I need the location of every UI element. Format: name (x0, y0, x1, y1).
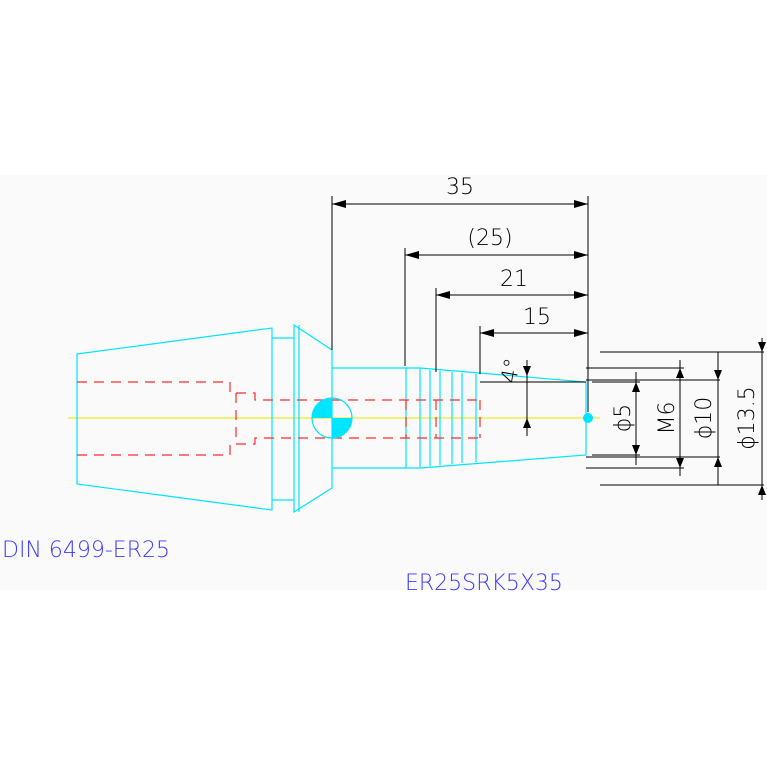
gauge-point-marker (311, 397, 353, 439)
dim-length-15: 15 (523, 305, 551, 330)
bore-point-marker (583, 413, 593, 423)
hidden-lines (77, 381, 481, 456)
collet-spec-label: DIN 6499-ER25 (2, 538, 170, 563)
collet-outline (76, 327, 294, 511)
dim-length-21: 21 (500, 267, 528, 292)
part-number-label: ER25SRK5X35 (405, 571, 563, 596)
dim-length-ref: (25) (467, 226, 512, 251)
dim-thread: M6 (655, 402, 680, 435)
dim-angle: 4° (497, 356, 526, 385)
dim-length-total: 35 (446, 175, 474, 200)
dimension-arrows (332, 200, 588, 428)
nut-flange (293, 323, 333, 514)
diameter-arrows (632, 342, 766, 495)
shank-body (332, 367, 587, 469)
dim-dia-5: ϕ5 (611, 404, 636, 433)
dim-dia-10: ϕ10 (692, 397, 717, 440)
diameter-dimensions (586, 338, 764, 500)
dimension-lines (331, 196, 589, 436)
dim-dia-13-5: ϕ13.5 (735, 386, 760, 450)
